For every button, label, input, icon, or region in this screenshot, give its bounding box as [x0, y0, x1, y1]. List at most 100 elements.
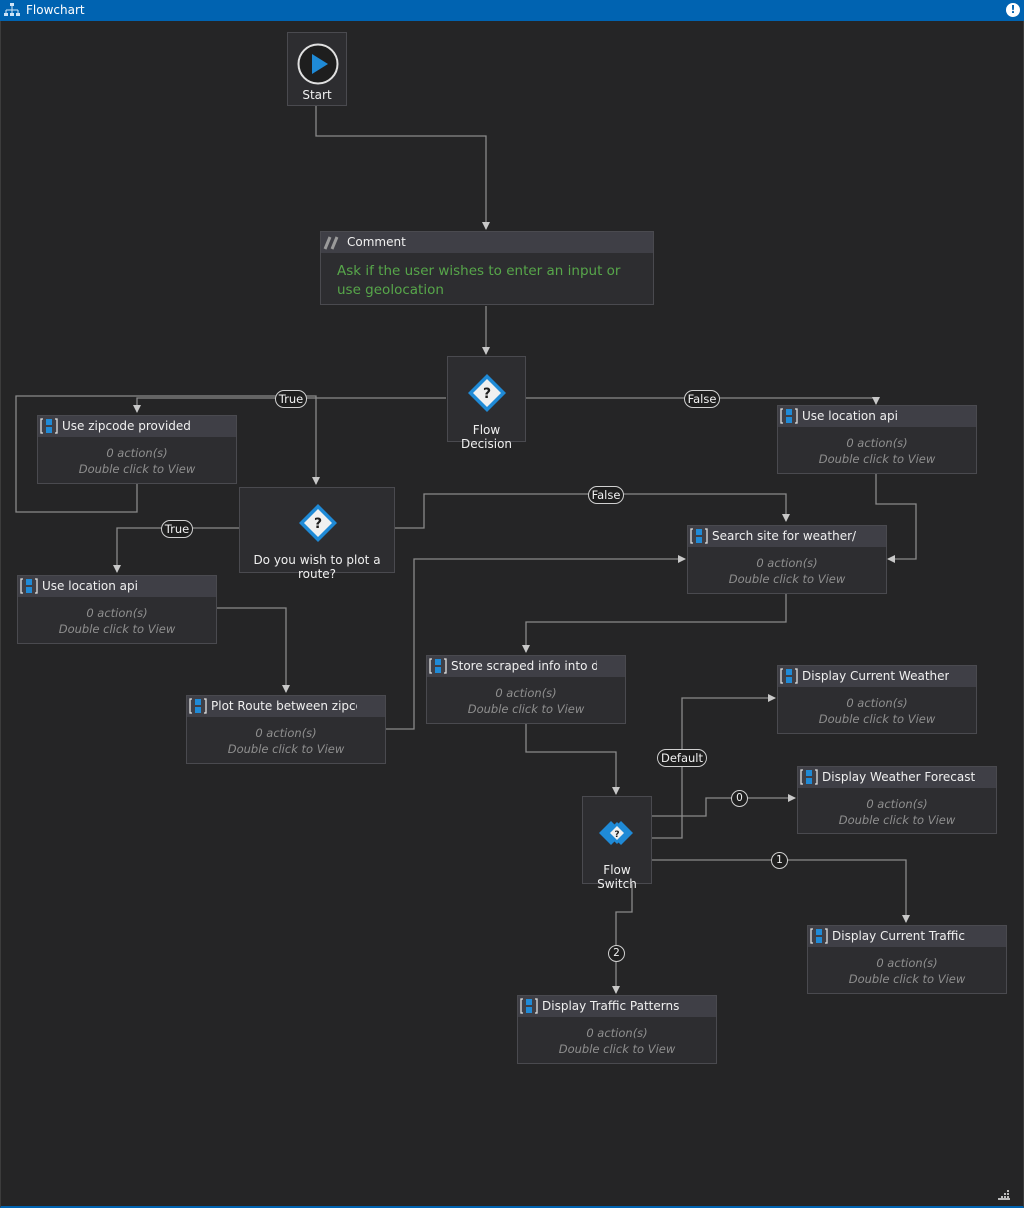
sequence-action-count: 0 action(s) [866, 797, 928, 811]
sequence-title: Use location api [42, 579, 138, 593]
comment-title: Comment [347, 235, 406, 249]
switch-icon: ? [599, 821, 633, 845]
sequence-icon [810, 928, 828, 944]
window-title-bar: Flowchart ! [0, 0, 1024, 21]
sequence-action-count: 0 action(s) [495, 686, 557, 700]
resize-grip-icon[interactable] [998, 1190, 1010, 1200]
sequence-header: Display Current Traffic [808, 926, 1006, 947]
sequence-hint: Double click to View [818, 452, 936, 466]
edge-decision-false-location [526, 397, 880, 405]
sequence-title: Use zipcode provided [62, 419, 191, 433]
sequence-display-current-weather[interactable]: Display Current Weather 0 action(s) Doubl… [777, 665, 977, 734]
sequence-action-count: 0 action(s) [876, 956, 938, 970]
sequence-hint: Double click to View [848, 972, 966, 986]
edge-label-switch-case-2[interactable]: 2 [608, 945, 625, 962]
edge-location-search [875, 474, 917, 563]
edge-location-plot-route [217, 607, 290, 693]
sequence-title: Display Traffic Patterns [542, 999, 680, 1013]
comment-node[interactable]: Comment Ask if the user wishes to enter … [320, 231, 654, 305]
sequence-hint: Double click to View [58, 622, 176, 636]
sequence-action-count: 0 action(s) [846, 436, 908, 450]
sequence-icon [520, 998, 538, 1014]
flow-decision-label: Flow Decision [460, 423, 513, 451]
flow-switch-node[interactable]: ? Flow Switch [582, 796, 652, 891]
sequence-action-count: 0 action(s) [756, 556, 818, 570]
sequence-icon [780, 408, 798, 424]
sequence-header: Store scraped info into dat [427, 656, 625, 677]
edge-plot-false-search [395, 493, 790, 529]
sequence-header: Use location api [18, 576, 216, 597]
sequence-display-traffic-patterns[interactable]: Display Traffic Patterns 0 action(s) Doub… [517, 995, 717, 1064]
svg-text:?: ? [483, 386, 491, 402]
edge-label-switch-case-1[interactable]: 1 [771, 852, 788, 869]
sequence-title: Display Current Weather [802, 669, 950, 683]
sequence-store-scraped[interactable]: Store scraped info into dat 0 action(s) D… [426, 655, 626, 724]
flow-decision-node[interactable]: ? Flow Decision [447, 356, 526, 451]
flowchart-icon [4, 3, 20, 16]
sequence-display-current-traffic[interactable]: Display Current Traffic 0 action(s) Doubl… [807, 925, 1007, 994]
sequence-use-zipcode[interactable]: Use zipcode provided 0 action(s)Double c… [37, 415, 237, 484]
edge-label-switch-default[interactable]: Default [657, 749, 707, 767]
edge-plot-true-location [113, 527, 240, 573]
sequence-hint: Double click to View [838, 813, 956, 827]
sequence-header: Display Current Weather [778, 666, 976, 687]
sequence-title: Plot Route between zipcod [211, 699, 357, 713]
sequence-icon [40, 418, 58, 434]
edge-switch-case0 [652, 794, 796, 817]
sequence-action-count: 0 action(s) [846, 696, 908, 710]
edge-store-switch [525, 724, 620, 795]
sequence-use-location-api-left[interactable]: Use location api 0 action(s) Double click… [17, 575, 217, 644]
edge-label-decision-true[interactable]: True [275, 390, 307, 408]
edge-label-decision-false[interactable]: False [684, 390, 720, 408]
sequence-title: Display Weather Forecast [822, 770, 976, 784]
edge-label-plot-true[interactable]: True [161, 520, 193, 538]
edge-plot-route-search [386, 555, 686, 730]
plot-decision-label: Do you wish to plot a route? [253, 553, 381, 581]
edge-switch-case1 [652, 859, 910, 923]
sequence-hint: Double click to View [227, 742, 345, 756]
svg-text:?: ? [314, 516, 322, 532]
sequence-title: Store scraped info into dat [451, 659, 597, 673]
sequence-search-site[interactable]: Search site for weather/trai 0 action(s)… [687, 525, 887, 594]
flow-switch-label: Flow Switch [597, 863, 637, 891]
sequence-hint: Double click to View [818, 712, 936, 726]
edge-label-plot-false[interactable]: False [588, 486, 624, 504]
sequence-header: Use zipcode provided [38, 416, 236, 437]
comment-icon [323, 236, 339, 250]
edge-zipcode-plot-decision [15, 395, 320, 513]
sequence-icon [189, 698, 207, 714]
sequence-header: Display Traffic Patterns [518, 996, 716, 1017]
sequence-hint: Double click to View [467, 702, 585, 716]
sequence-action-count: 0 action(s) [255, 726, 317, 740]
play-icon [297, 43, 339, 85]
edge-switch-case2 [612, 884, 633, 994]
plot-decision-node[interactable]: ? Do you wish to plot a route? [239, 487, 395, 581]
sequence-title: Use location api [802, 409, 898, 423]
comment-text: Ask if the user wishes to enter an input… [337, 263, 621, 298]
sequence-header: Plot Route between zipcod [187, 696, 385, 717]
sequence-action-count: 0 action(s) [106, 446, 168, 460]
sequence-icon [20, 578, 38, 594]
sequence-title: Display Current Traffic [832, 929, 965, 943]
info-icon[interactable]: ! [1006, 3, 1020, 17]
sequence-action-count: 0 action(s) [86, 606, 148, 620]
svg-text:?: ? [614, 830, 619, 840]
sequence-header: Display Weather Forecast [798, 767, 996, 788]
comment-header: Comment [321, 232, 653, 253]
sequence-hint: Double click to View [728, 572, 846, 586]
sequence-header: Use location api [778, 406, 976, 427]
window-title: Flowchart [26, 3, 85, 17]
sequence-hint: Double click to View [558, 1042, 676, 1056]
sequence-action-count: 0 action(s) [586, 1026, 648, 1040]
edge-decision-true-zipcode [133, 397, 446, 413]
start-label: Start [302, 88, 332, 102]
edge-label-switch-case-0[interactable]: 0 [731, 790, 748, 807]
decision-icon: ? [468, 374, 506, 412]
start-node[interactable]: Start [287, 32, 347, 106]
decision-icon: ? [299, 504, 337, 542]
sequence-plot-route[interactable]: Plot Route between zipcod 0 action(s) Dou… [186, 695, 386, 764]
sequence-icon [780, 668, 798, 684]
sequence-display-weather-forecast[interactable]: Display Weather Forecast 0 action(s) Doub… [797, 766, 997, 834]
sequence-use-location-api-right[interactable]: Use location api 0 action(s) Double click… [777, 405, 977, 474]
